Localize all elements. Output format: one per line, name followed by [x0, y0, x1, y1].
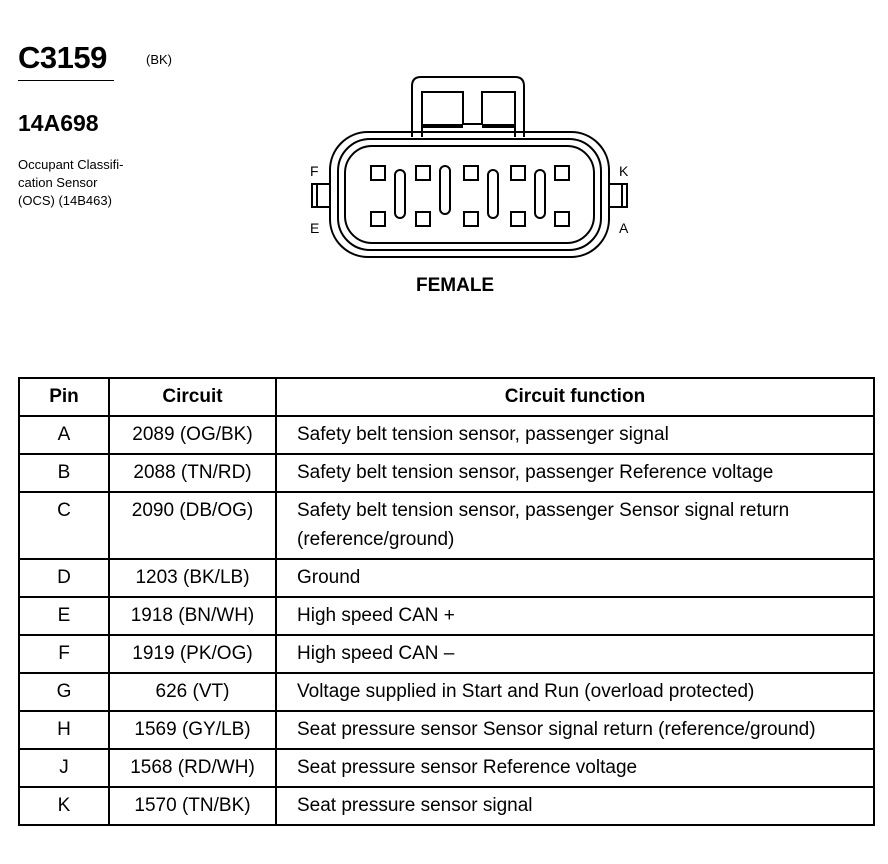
terminal-cavity — [370, 211, 386, 227]
connector-face-diagram: F E K A — [310, 76, 629, 258]
circuit-cell: 1918 (BN/WH) — [108, 596, 277, 636]
table-row: C 2090 (DB/OG) Safety belt tension senso… — [18, 491, 875, 560]
connector-description: Occupant Classifi- cation Sensor (OCS) (… — [18, 156, 168, 210]
circuit-cell: 1203 (BK/LB) — [108, 558, 277, 598]
pin-label-top-right: K — [619, 163, 629, 179]
column-header-circuit: Circuit — [108, 377, 277, 417]
circuit-cell: 1568 (RD/WH) — [108, 748, 277, 788]
column-header-function: Circuit function — [275, 377, 875, 417]
pin-table: Pin Circuit Circuit function A 2089 (OG/… — [18, 377, 875, 826]
pin-cell: J — [18, 748, 110, 788]
connector-id: C3159 — [18, 40, 107, 75]
table-row: G 626 (VT) Voltage supplied in Start and… — [18, 672, 875, 712]
function-cell: Safety belt tension sensor, passenger Se… — [275, 491, 875, 560]
description-line: cation Sensor — [18, 175, 98, 190]
terminal-slot — [534, 169, 546, 219]
pin-label-bottom-left: E — [310, 220, 319, 236]
terminal-cavity — [510, 211, 526, 227]
circuit-cell: 626 (VT) — [108, 672, 277, 712]
function-cell: High speed CAN – — [275, 634, 875, 674]
function-cell: Safety belt tension sensor, passenger si… — [275, 415, 875, 455]
terminal-cavity — [554, 165, 570, 181]
table-header-row: Pin Circuit Circuit function — [18, 377, 875, 417]
terminal-cavities — [370, 165, 570, 227]
pin-cell: G — [18, 672, 110, 712]
column-header-pin: Pin — [18, 377, 110, 417]
terminal-cavity — [415, 211, 431, 227]
connector-housing — [311, 131, 628, 258]
circuit-cell: 2089 (OG/BK) — [108, 415, 277, 455]
pin-cell: H — [18, 710, 110, 750]
function-cell: Seat pressure sensor Sensor signal retur… — [275, 710, 875, 750]
connector-gender-label: FEMALE — [416, 275, 495, 296]
part-number: 14A698 — [18, 110, 99, 136]
table-row: F 1919 (PK/OG) High speed CAN – — [18, 634, 875, 674]
connector-latch — [411, 76, 525, 137]
table-row: D 1203 (BK/LB) Ground — [18, 558, 875, 598]
table-row: E 1918 (BN/WH) High speed CAN + — [18, 596, 875, 636]
connector-id-underline — [18, 80, 114, 81]
table-row: B 2088 (TN/RD) Safety belt tension senso… — [18, 453, 875, 493]
table-row: H 1569 (GY/LB) Seat pressure sensor Sens… — [18, 710, 875, 750]
pin-cell: B — [18, 453, 110, 493]
function-cell: Safety belt tension sensor, passenger Re… — [275, 453, 875, 493]
function-cell: Ground — [275, 558, 875, 598]
function-cell: Seat pressure sensor Reference voltage — [275, 748, 875, 788]
circuit-cell: 1569 (GY/LB) — [108, 710, 277, 750]
terminal-cavity — [463, 211, 479, 227]
pin-cell: D — [18, 558, 110, 598]
pin-cell: F — [18, 634, 110, 674]
function-cell: High speed CAN + — [275, 596, 875, 636]
terminal-slot — [439, 165, 451, 215]
terminal-slot — [487, 169, 499, 219]
pin-cell: E — [18, 596, 110, 636]
circuit-cell: 1919 (PK/OG) — [108, 634, 277, 674]
pin-label-top-left: F — [310, 163, 319, 179]
description-line: Occupant Classifi- — [18, 157, 124, 172]
circuit-cell: 2088 (TN/RD) — [108, 453, 277, 493]
description-line: (OCS) (14B463) — [18, 193, 112, 208]
pin-label-bottom-right: A — [619, 220, 629, 236]
terminal-cavity — [463, 165, 479, 181]
table-row: K 1570 (TN/BK) Seat pressure sensor sign… — [18, 786, 875, 826]
terminal-cavity — [370, 165, 386, 181]
table-row: A 2089 (OG/BK) Safety belt tension senso… — [18, 415, 875, 455]
table-row: J 1568 (RD/WH) Seat pressure sensor Refe… — [18, 748, 875, 788]
circuit-cell: 1570 (TN/BK) — [108, 786, 277, 826]
pin-cell: A — [18, 415, 110, 455]
terminal-cavity — [554, 211, 570, 227]
pin-cell: C — [18, 491, 110, 560]
function-cell: Voltage supplied in Start and Run (overl… — [275, 672, 875, 712]
terminal-cavity — [415, 165, 431, 181]
function-cell: Seat pressure sensor signal — [275, 786, 875, 826]
terminal-slot — [394, 169, 406, 219]
circuit-cell: 2090 (DB/OG) — [108, 491, 277, 560]
pin-cell: K — [18, 786, 110, 826]
terminal-cavity — [510, 165, 526, 181]
connector-color-code: (BK) — [146, 52, 172, 67]
